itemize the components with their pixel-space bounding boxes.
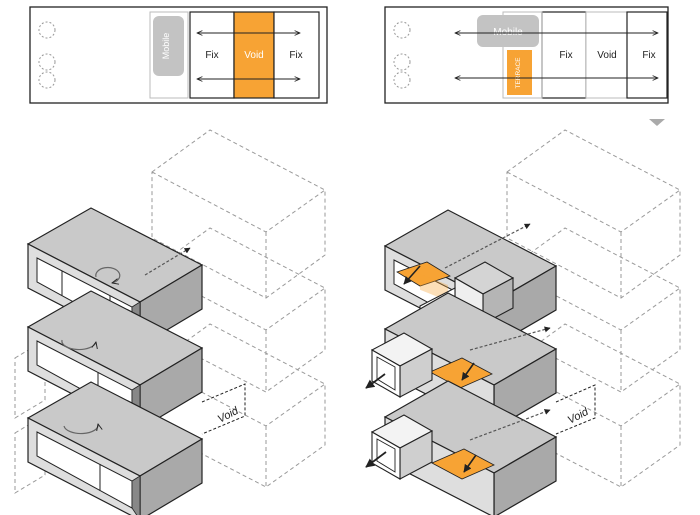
axo-right-slide-arrow-top [444,223,531,269]
mobile-window [376,438,396,473]
plan-left-mobile-slot [149,11,189,99]
plan-left-void [233,11,275,99]
plan-right: TERRACE Mobile Fix Void Fix [384,6,669,126]
axo-right-mobile-middle [370,332,434,398]
rotate-arrow-icon [61,339,96,351]
plan-left-mobile-label: Mobile [161,33,171,60]
plan-right-void-label: Void [597,50,616,61]
axo-left-slide-arrow [144,247,191,276]
axo-right-slide-arrow-middle [469,326,551,351]
axo-right-mobile-arrow-bottom [365,451,387,468]
terrace-glow [420,273,448,302]
plan-left-mobile-block [153,16,184,76]
plan-left-circles [38,21,56,89]
plan-left-fix-right [273,11,320,99]
column-circle [393,21,411,39]
plan-left: Mobile Fix Void Fix [29,6,328,104]
dropdown-triangle-icon [649,119,665,126]
axo-right-terrace-arrow-bottom [463,454,477,473]
column-circle [38,21,56,39]
axo-right-terrace-arrow [403,265,421,285]
plan-right-circles [393,21,411,89]
plan-right-fix-right [626,11,668,99]
plan-right-terrace-label: TERRACE [515,57,522,89]
dashed-volume-top [506,129,681,299]
plan-left-fix-right-label: Fix [289,50,302,61]
plan-right-terrace [507,50,532,95]
axo-left-block-bottom [26,381,204,515]
plan-right-terrace-slot [502,11,543,99]
axo-left: Void [14,129,326,515]
column-circle [393,71,411,89]
rotate-arrow-icon [63,424,98,435]
terrace-slab [431,448,495,480]
plan-right-fix-left-label: Fix [559,50,572,61]
axo-right-slide-arrow-bottom [469,409,551,441]
plan-right-fix-right-label: Fix [642,50,655,61]
plan-left-fix-left [189,11,235,99]
axo-right-terrace-arrow-middle [461,362,475,381]
axo-right: Void [365,129,681,515]
dashed-volume-top [151,129,326,299]
axo-right-mobile-arrow-middle [365,373,386,389]
mobile-window [376,356,396,391]
plan-left-fix-left-label: Fix [205,50,218,61]
column-circle [38,53,56,71]
column-circle [38,71,56,89]
plan-left-void-label: Void [244,50,263,61]
axo-left-void-marker [201,383,246,435]
axo-right-void-marker [555,384,596,435]
block-end-opening [131,475,141,515]
rotate-arrow-icon [95,266,121,283]
plan-right-void [585,11,628,99]
column-circle [393,53,411,71]
axo-right-mobile-bottom [370,414,434,480]
